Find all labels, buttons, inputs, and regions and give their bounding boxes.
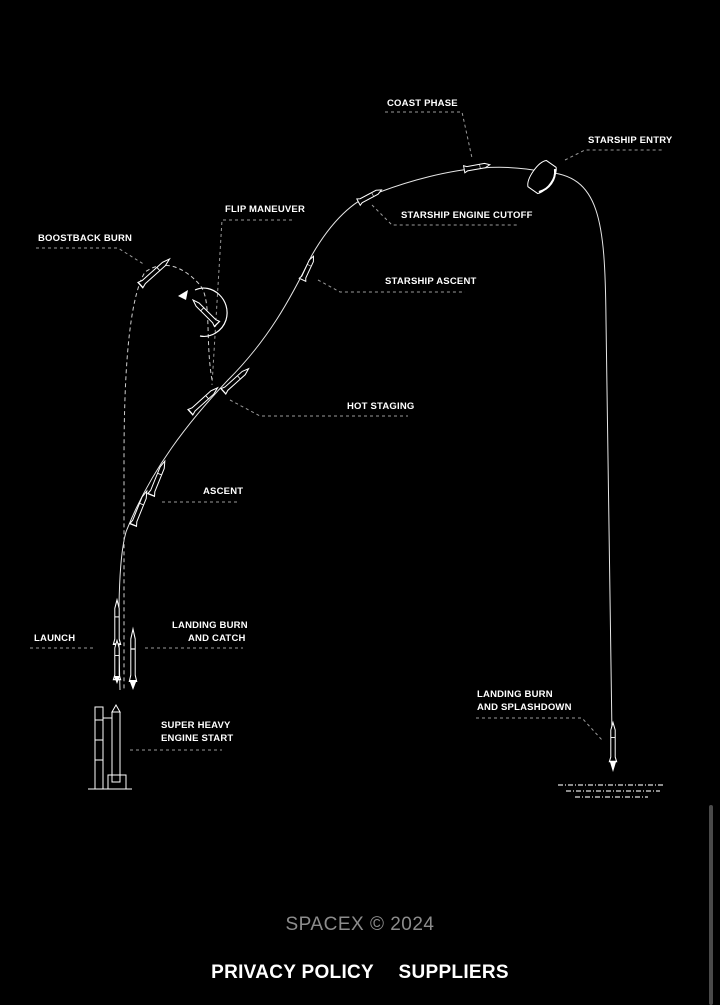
starship-entry-icon xyxy=(527,159,557,195)
boostback-leader xyxy=(36,247,146,266)
label-boostback-burn: BOOSTBACK BURN xyxy=(38,233,132,244)
label-flip-maneuver: FLIP MANEUVER xyxy=(225,204,305,215)
label-hot-staging: HOT STAGING xyxy=(347,401,414,412)
label-super-heavy-2: ENGINE START xyxy=(161,733,233,744)
starship-entry-leader xyxy=(564,149,662,161)
ocean-waves-icon xyxy=(558,784,665,798)
coast-phase-leader xyxy=(385,111,473,159)
booster-return-trajectory xyxy=(123,264,213,690)
launch-tower-icon xyxy=(88,703,132,790)
flip-maneuver-leader xyxy=(211,219,292,386)
rocket-icon xyxy=(128,628,138,682)
rocket-icon xyxy=(298,254,318,282)
copyright-text: SPACEX © 2024 xyxy=(285,914,435,935)
label-landing-burn-splash-2: AND SPLASHDOWN xyxy=(477,702,572,713)
label-landing-burn-catch-1: LANDING BURN xyxy=(172,620,248,631)
rocket-icon xyxy=(608,721,618,763)
suppliers-link[interactable]: SUPPLIERS xyxy=(398,962,509,983)
rocket-icon xyxy=(147,459,169,497)
rocket-icon xyxy=(137,255,173,289)
footer-links: PRIVACY POLICY SUPPLIERS xyxy=(0,962,720,984)
label-landing-burn-catch-2: AND CATCH xyxy=(188,633,246,644)
rocket-icon xyxy=(189,296,221,328)
rocket-icon xyxy=(220,365,252,395)
hot-staging-leader xyxy=(229,399,408,417)
flip-arrow-icon xyxy=(178,287,228,337)
label-starship-ascent: STARSHIP ASCENT xyxy=(385,276,477,287)
label-landing-burn-splash-1: LANDING BURN xyxy=(477,689,553,700)
rocket-icon xyxy=(129,489,151,527)
label-super-heavy-1: SUPER HEAVY xyxy=(161,720,231,731)
label-launch: LAUNCH xyxy=(34,633,75,644)
label-starship-engine-cutoff: STARSHIP ENGINE CUTOFF xyxy=(401,210,533,221)
privacy-policy-link[interactable]: PRIVACY POLICY xyxy=(211,962,375,983)
label-coast-phase: COAST PHASE xyxy=(387,98,458,109)
label-starship-entry: STARSHIP ENTRY xyxy=(588,135,673,146)
rocket-icon xyxy=(463,160,491,174)
starship-ascent-leader xyxy=(317,279,465,293)
starship-descent-trajectory xyxy=(544,171,613,736)
scrollbar[interactable] xyxy=(709,805,713,1005)
rocket-icon xyxy=(187,384,221,416)
splashdown-leader xyxy=(476,717,603,741)
rocket-icon xyxy=(356,186,384,206)
rocket-icon xyxy=(112,599,122,645)
ascent-trajectory xyxy=(118,166,546,691)
label-ascent: ASCENT xyxy=(203,486,243,497)
